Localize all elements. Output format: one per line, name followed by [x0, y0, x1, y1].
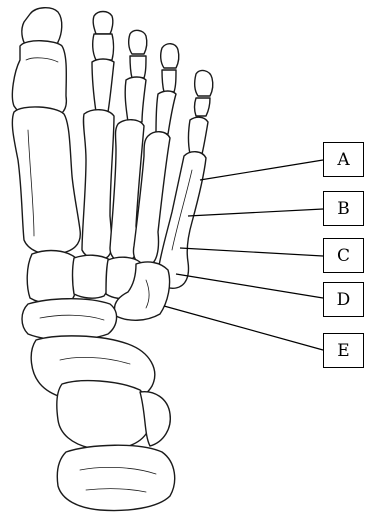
pointer-line-a	[200, 160, 323, 180]
tarsal-side	[140, 392, 170, 446]
third-toe-bones	[125, 30, 147, 122]
talus-head	[57, 381, 150, 450]
pointer-line-e	[164, 306, 323, 350]
label-box-b: B	[323, 191, 364, 226]
label-box-d: D	[323, 282, 364, 317]
label-box-c: C	[323, 238, 364, 273]
label-box-e: E	[323, 333, 364, 368]
pointer-line-d	[176, 274, 323, 298]
fifth-toe-bones	[189, 71, 213, 154]
second-toe-bones	[92, 12, 114, 113]
pointer-line-c	[180, 248, 323, 256]
calcaneus	[57, 445, 174, 510]
label-box-a: A	[323, 142, 364, 177]
pointer-line-b	[188, 209, 323, 216]
second-metatarsal	[82, 110, 114, 260]
first-metatarsal	[12, 107, 80, 254]
great-toe-bones	[12, 8, 66, 119]
fourth-toe-bones	[156, 44, 179, 134]
